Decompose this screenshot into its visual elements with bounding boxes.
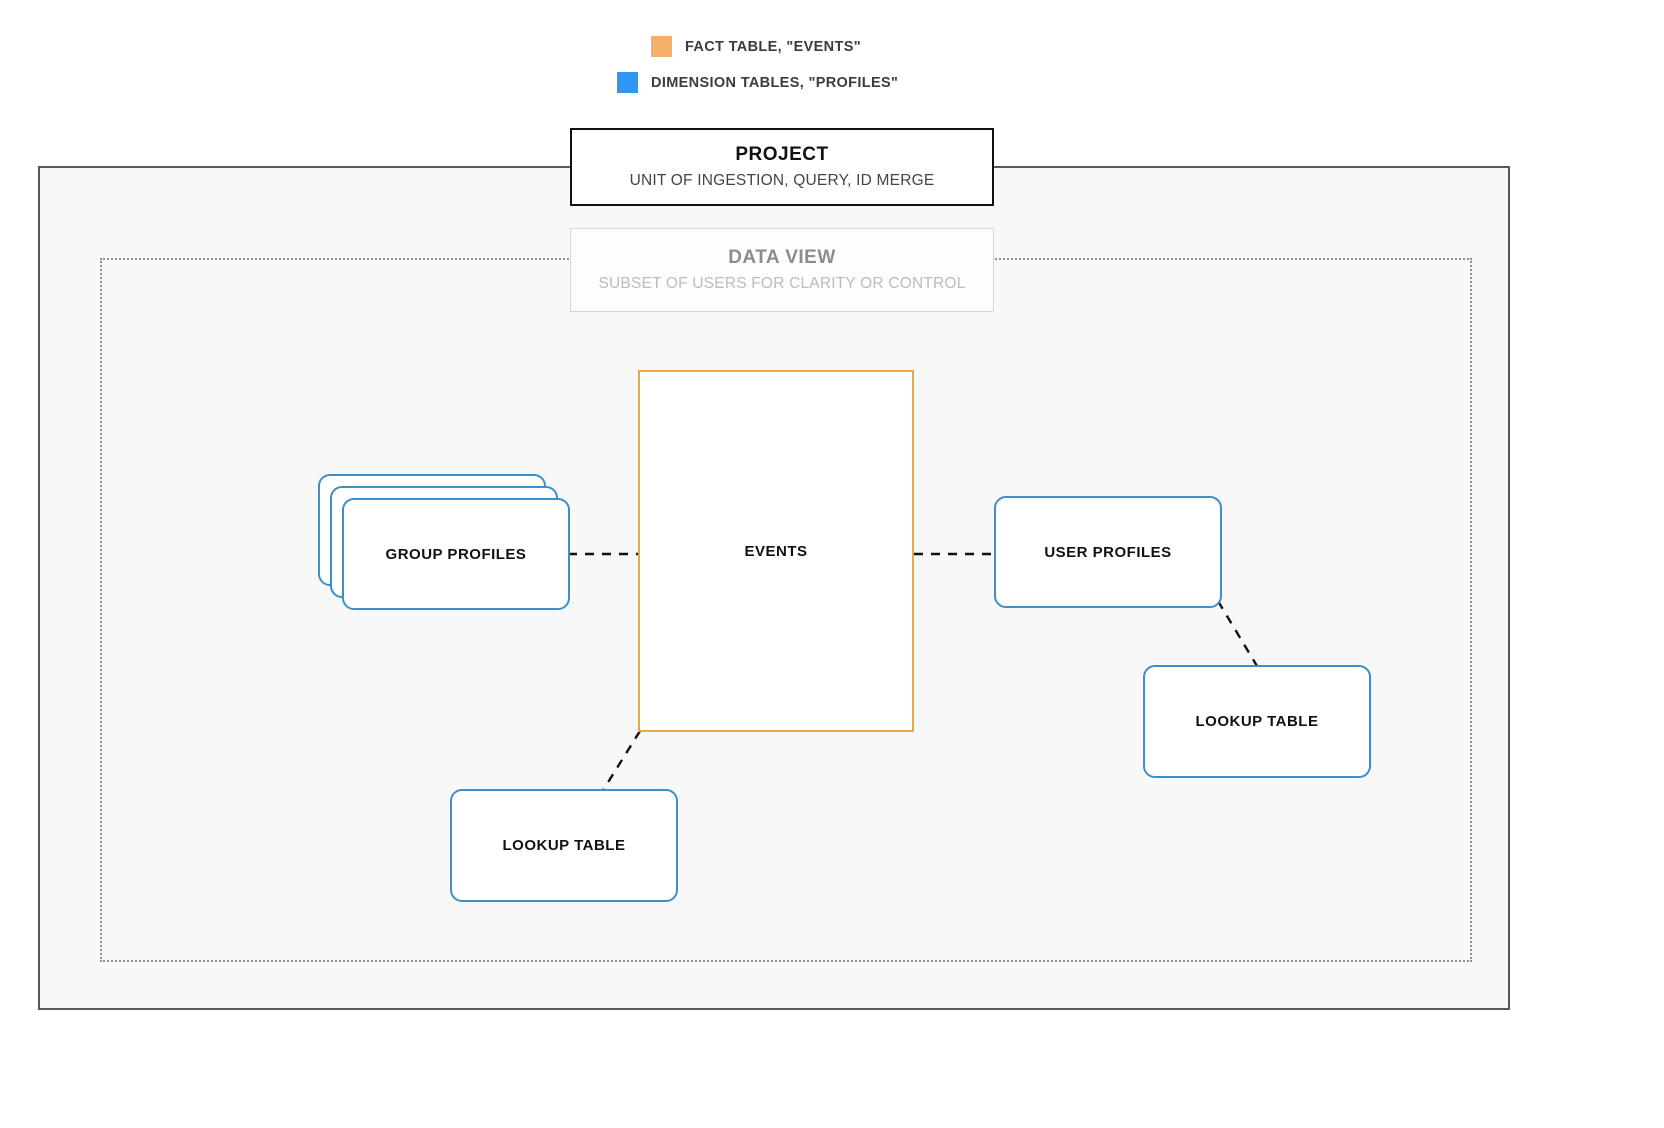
user-profiles-label: USER PROFILES <box>1044 543 1172 561</box>
lookup-table-right-label: LOOKUP TABLE <box>1195 713 1319 730</box>
project-subtitle: UNIT OF INGESTION, QUERY, ID MERGE <box>629 172 935 189</box>
dimension-table-lookup-right[interactable]: LOOKUP TABLE <box>1143 665 1371 778</box>
legend: FACT TABLE, "EVENTS" DIMENSION TABLES, "… <box>0 28 1664 108</box>
fact-table-events-label: EVENTS <box>744 542 808 560</box>
project-header-card[interactable]: PROJECT UNIT OF INGESTION, QUERY, ID MER… <box>570 128 994 206</box>
orange-square-swatch-icon <box>651 36 672 57</box>
lookup-table-bottom-label: LOOKUP TABLE <box>502 837 626 854</box>
data-view-subtitle: SUBSET OF USERS FOR CLARITY OR CONTROL <box>598 275 966 292</box>
blue-square-swatch-icon <box>617 72 638 93</box>
dimension-table-user-profiles[interactable]: USER PROFILES <box>994 496 1222 608</box>
group-profiles-card-front[interactable]: GROUP PROFILES <box>342 498 570 610</box>
project-title: PROJECT <box>735 144 829 165</box>
legend-item-fact-table: FACT TABLE, "EVENTS" <box>651 36 861 57</box>
legend-item-dimension-tables: DIMENSION TABLES, "PROFILES" <box>617 72 898 93</box>
legend-label-dimension-tables: DIMENSION TABLES, "PROFILES" <box>651 74 899 91</box>
dimension-table-lookup-bottom[interactable]: LOOKUP TABLE <box>450 789 678 902</box>
data-view-title: DATA VIEW <box>728 247 836 268</box>
dimension-table-group-profiles[interactable]: GROUP PROFILES <box>318 474 570 610</box>
group-profiles-label: GROUP PROFILES <box>385 545 527 563</box>
fact-table-events[interactable]: EVENTS <box>638 370 914 732</box>
legend-label-fact-table: FACT TABLE, "EVENTS" <box>685 38 861 55</box>
data-view-header-card[interactable]: DATA VIEW SUBSET OF USERS FOR CLARITY OR… <box>570 228 994 312</box>
